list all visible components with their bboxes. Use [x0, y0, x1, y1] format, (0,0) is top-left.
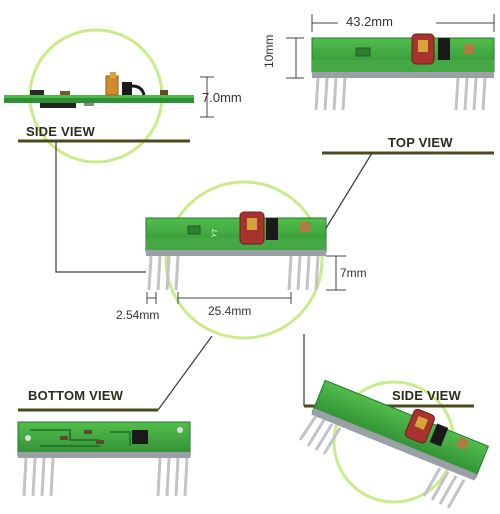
center-module: YT	[145, 211, 327, 256]
angled-pins	[298, 415, 466, 509]
side-height-dimension	[200, 76, 214, 118]
side-height-label: 7.0mm	[202, 90, 242, 105]
bottom-view-module	[17, 421, 191, 458]
top-view-label: TOP VIEW	[388, 135, 453, 150]
pin-length-label: 7mm	[340, 266, 367, 280]
top-height-dimension	[286, 37, 304, 79]
angled-module	[311, 379, 489, 481]
center-pins	[147, 255, 320, 291]
side-view-leader	[55, 141, 146, 273]
top-width-dimension	[311, 14, 495, 32]
bottom-view-leader	[157, 335, 213, 411]
pin-length-dimension	[326, 255, 346, 291]
bottom-view-pins	[22, 457, 189, 497]
top-view-leader-diag	[319, 152, 373, 239]
pitch-span-dimension	[146, 292, 292, 304]
top-view-pins	[314, 77, 487, 111]
side-view-module	[4, 72, 194, 108]
top-view-module	[311, 33, 495, 78]
side-view-2-label: SIDE VIEW	[392, 388, 461, 403]
board-height-label: 10mm	[262, 34, 276, 68]
side-view-label: SIDE VIEW	[26, 124, 95, 139]
magnifier-circle-center	[164, 180, 324, 340]
pin-pitch-label: 2.54mm	[116, 308, 160, 322]
board-width-label: 43.2mm	[346, 14, 393, 29]
pin-span-label: 25.4mm	[208, 304, 252, 318]
crystal-silkscreen: YT	[211, 228, 220, 239]
bottom-view-label: BOTTOM VIEW	[28, 388, 124, 403]
